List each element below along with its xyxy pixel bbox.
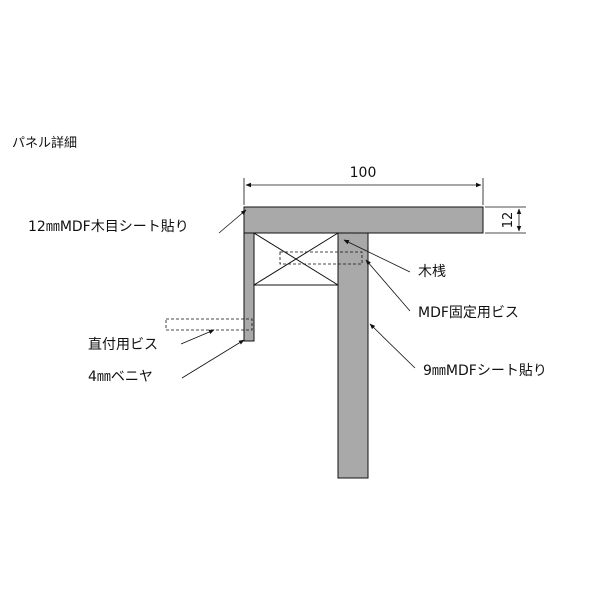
leader-line [180,329,215,345]
leader-line [369,323,416,369]
leader-line [343,239,411,273]
label-top-panel: 12㎜MDF木目シート貼り [28,219,189,235]
veneer-panel [243,232,255,342]
label-mdf-screw: MDF固定用ビス [418,305,519,321]
leader-line [365,259,411,312]
page-title: パネル詳細 [12,135,77,151]
label-batten: 木桟 [418,264,446,280]
direct-mount-screw [165,318,253,331]
thickness-dimension-label: 12 [501,212,516,229]
mdf-fixing-screw [279,251,363,265]
label-vertical-panel: 9㎜MDFシート貼り [423,363,547,379]
label-direct-screw: 直付用ビス [88,336,158,353]
label-veneer: 4㎜ベニヤ [88,369,153,385]
vertical-mdf-panel [337,232,369,479]
leader-line [218,209,247,234]
leader-line [181,339,245,379]
top-mdf-panel [243,206,484,234]
width-dimension-label: 100 [350,165,377,181]
batten-cross-line [253,232,339,286]
